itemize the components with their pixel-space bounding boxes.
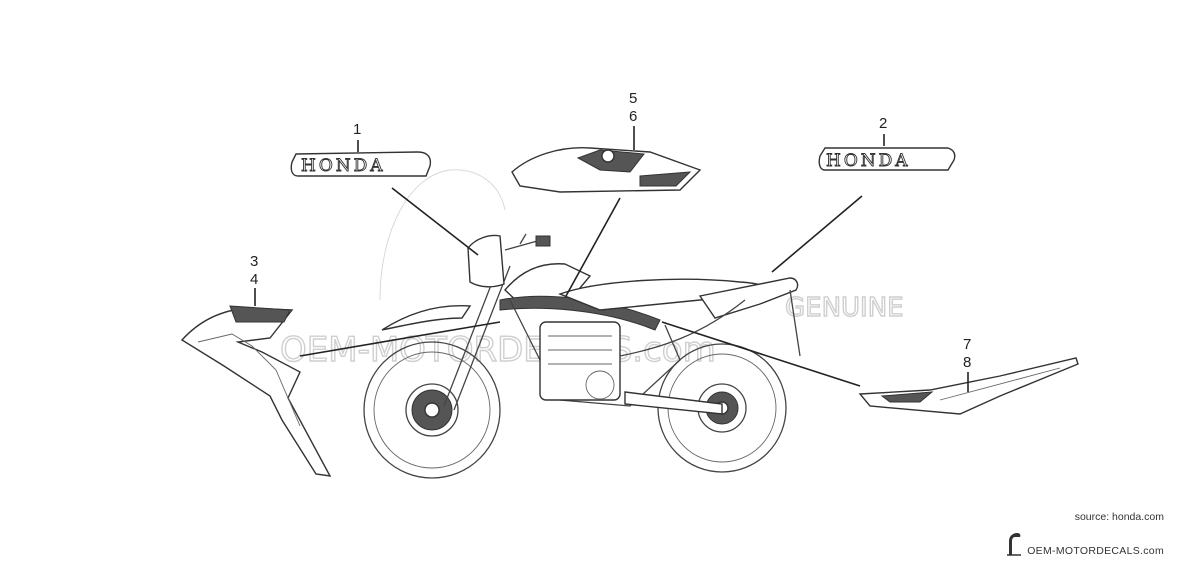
- leader-7-8: [661, 321, 861, 387]
- engine-fins: [548, 335, 612, 365]
- part-7-8-side-decal: [858, 357, 1079, 415]
- shroud-stripe: [499, 295, 661, 331]
- brand-text: OEM-MOTORDECALS.com: [1027, 545, 1164, 557]
- emblem-right-text: HONDA: [826, 151, 911, 171]
- brand-logo-icon: [1007, 533, 1022, 556]
- leader-5-6: [565, 197, 621, 297]
- part-5-6-tank-decal: [511, 147, 702, 193]
- callouts: 1 2 3 4 5 6 7 8: [250, 90, 971, 371]
- watermark-site-text: OEM-MOTORDECALS.com: [280, 330, 716, 370]
- brand-mark: OEM-MOTORDECALS.com: [1005, 531, 1164, 557]
- callout-2: 2: [879, 115, 887, 132]
- callout-4: 4: [250, 271, 258, 288]
- part-2-honda-emblem-right: HONDA: [818, 147, 956, 171]
- motorcycle-illustration: [363, 233, 801, 479]
- leader-2: [771, 195, 863, 273]
- emblem-left-text: HONDA: [301, 156, 386, 176]
- callout-5: 5: [629, 90, 637, 107]
- front-wheel: [363, 341, 501, 479]
- headlight-cowl: [467, 234, 505, 288]
- callout-1: 1: [353, 121, 361, 138]
- engine: [539, 321, 621, 401]
- leader-lines: [254, 126, 969, 392]
- license-plate-bracket: [789, 289, 801, 357]
- leader-1: [391, 187, 479, 256]
- footer: source: honda.com OEM-MOTORDECALS.com: [1005, 511, 1164, 560]
- rear-fender: [698, 277, 799, 319]
- callout-8: 8: [963, 354, 971, 371]
- exhaust: [619, 299, 746, 357]
- swingarm: [624, 391, 723, 415]
- source-text: source: honda.com: [1074, 511, 1164, 523]
- watermark-genuine-text: GENUINE: [785, 293, 904, 323]
- part-1-honda-emblem-left: HONDA: [290, 151, 432, 177]
- front-fender: [381, 305, 472, 331]
- callout-6: 6: [629, 108, 637, 125]
- leader-3-4: [299, 321, 501, 357]
- watermark-logo-outline: [379, 169, 506, 301]
- callout-7: 7: [963, 336, 971, 353]
- handlebar-grip: [535, 235, 551, 247]
- callout-3: 3: [250, 253, 258, 270]
- part-3-4-shroud-decal: [180, 305, 332, 477]
